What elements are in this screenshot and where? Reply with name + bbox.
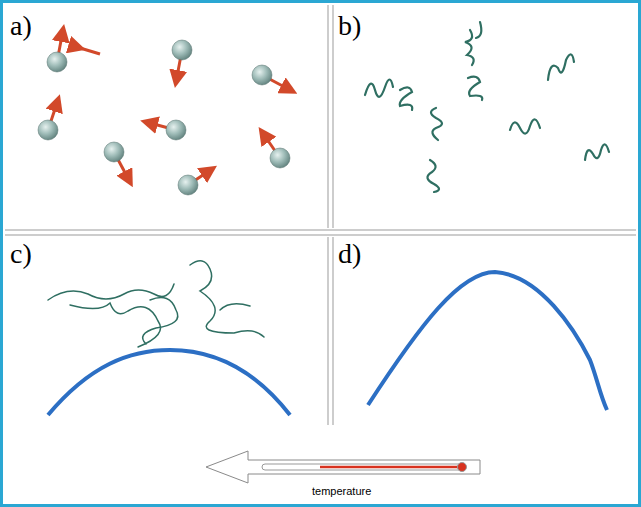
panel-dividers bbox=[5, 5, 636, 425]
velocity-arrow bbox=[80, 48, 100, 54]
panel-label: a) bbox=[10, 12, 32, 40]
long-chains bbox=[48, 261, 264, 347]
atom bbox=[104, 142, 124, 162]
atom bbox=[38, 120, 58, 140]
atom bbox=[166, 120, 186, 140]
thermometer-arrow bbox=[206, 451, 480, 483]
atom bbox=[47, 52, 67, 72]
atom bbox=[172, 40, 192, 60]
atoms bbox=[38, 30, 292, 195]
atom bbox=[252, 65, 272, 85]
atom bbox=[270, 148, 290, 168]
energy-curve bbox=[48, 350, 290, 415]
atom bbox=[178, 175, 198, 195]
panel-label: c) bbox=[10, 240, 32, 268]
energy-curve bbox=[368, 272, 607, 410]
axis-label: temperature bbox=[312, 486, 371, 497]
panel-label: d) bbox=[338, 240, 361, 268]
short-chains bbox=[365, 22, 609, 192]
panel-label: b) bbox=[338, 12, 361, 40]
